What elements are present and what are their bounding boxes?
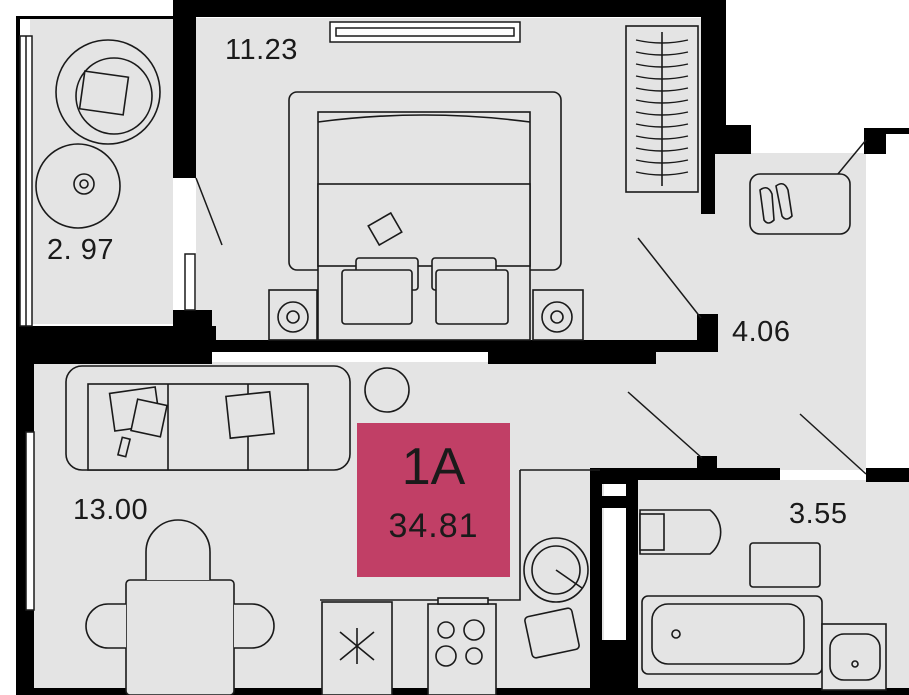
living-door-swing: [627, 391, 703, 459]
wall-closet-stub: [701, 152, 715, 214]
bed-headboard-curve: [317, 114, 531, 123]
armchair-cushion: [78, 70, 130, 116]
balcony-door-swing: [195, 177, 223, 246]
living-window: [25, 431, 35, 611]
sink-tap: [555, 569, 583, 589]
burner: [463, 619, 485, 641]
hanger: [635, 39, 689, 44]
hanger: [635, 171, 689, 176]
book-on-bed: [367, 211, 403, 247]
wall-bath-door-mid: [590, 496, 638, 508]
room-area-label-balcony: 2. 97: [47, 234, 114, 266]
wall-living-left: [16, 326, 34, 434]
wall-balcony-left: [16, 16, 20, 328]
burner: [465, 647, 483, 665]
wall-living-top-2: [488, 352, 656, 364]
pillow-right-back: [435, 269, 509, 325]
walls: [16, 0, 909, 695]
hanger: [635, 99, 689, 104]
stove-handle: [437, 597, 489, 605]
washbasin-drain: [851, 660, 859, 668]
remote: [116, 436, 132, 458]
pillow-left-back: [341, 269, 413, 325]
washbasin-bowl: [829, 633, 881, 681]
wall-bath-door-top: [590, 468, 638, 484]
apartment-badge-background: [357, 423, 510, 577]
wall-living-top: [16, 352, 212, 364]
toilet-tank: [639, 513, 665, 551]
wall-hall-door-left: [697, 456, 717, 480]
chair-left: [85, 603, 126, 649]
apartment-type: 1A: [401, 438, 466, 496]
wall-bedroom-left: [173, 0, 196, 178]
room-area-label-living-kitchen: 13.00: [73, 494, 149, 526]
room-area-label-bedroom: 11.23: [225, 34, 298, 66]
sofa-cushion: [225, 390, 275, 440]
kitchen-counter-outline: [320, 470, 521, 601]
kitchen: [320, 469, 600, 695]
windows: [19, 21, 521, 611]
wall-bedroom-top: [173, 0, 726, 17]
wall-bath-left-2: [626, 468, 638, 695]
shoe-mat: [749, 173, 851, 235]
balcony-furniture: [35, 39, 161, 229]
hanger: [635, 147, 689, 152]
wall-bath-top-right: [866, 468, 909, 482]
wall-bedroom-bottom: [173, 340, 718, 352]
room-area-label-bathroom: 3.55: [789, 498, 848, 530]
cutting-board: [524, 607, 580, 659]
bathroom-fixtures: [639, 509, 887, 691]
balcony-door-leaf: [184, 253, 196, 311]
hanger: [635, 159, 689, 164]
living-furniture: [65, 365, 410, 695]
hallway-furniture: [749, 173, 851, 235]
chair-top: [145, 519, 211, 580]
hanger: [635, 75, 689, 80]
wall-balcony-top: [16, 16, 173, 19]
hanger: [635, 51, 689, 56]
bathtub-inner: [651, 603, 805, 665]
bed-blanket: [317, 183, 531, 267]
apartment-total-area: 34.81: [388, 507, 479, 545]
dining-table: [125, 579, 235, 695]
bathtub-drain: [671, 629, 681, 639]
shoe-left: [759, 186, 775, 224]
burner: [435, 645, 457, 667]
wall-bedroom-door-jamb: [697, 314, 718, 352]
wall-bath-right: [886, 128, 909, 134]
plant: [364, 367, 410, 413]
room-area-label-hallway: 4.06: [732, 316, 791, 348]
bedroom-furniture: [268, 25, 699, 341]
shoe-right: [775, 182, 793, 220]
lamp-left-inner: [286, 310, 300, 324]
hanger: [635, 63, 689, 68]
bath-door-swing: [799, 413, 867, 475]
lamp-right-inner: [550, 310, 564, 324]
hanger: [635, 123, 689, 128]
hanger: [635, 111, 689, 116]
apartment-badge: 1A 34.81: [357, 423, 510, 577]
hanger: [635, 135, 689, 140]
sofa-cushion: [130, 398, 168, 438]
burner: [437, 621, 455, 639]
hanger: [635, 87, 689, 92]
wall-bath-door-bottom: [590, 640, 638, 695]
wall-bath-left: [590, 468, 602, 695]
wall-bedroom-bottom-2: [16, 326, 216, 352]
bedroom-door-swing: [637, 237, 702, 319]
wall-bedroom-right-2: [701, 125, 751, 154]
chair-right: [234, 603, 275, 649]
wall-bedroom-right: [701, 0, 726, 130]
wall-hallway-top: [864, 128, 886, 154]
round-table-vase-inner: [79, 179, 89, 189]
bath-mat: [749, 542, 821, 588]
bedroom-window-frame-inner: [335, 27, 515, 37]
wardrobe-hangers: [635, 39, 689, 176]
